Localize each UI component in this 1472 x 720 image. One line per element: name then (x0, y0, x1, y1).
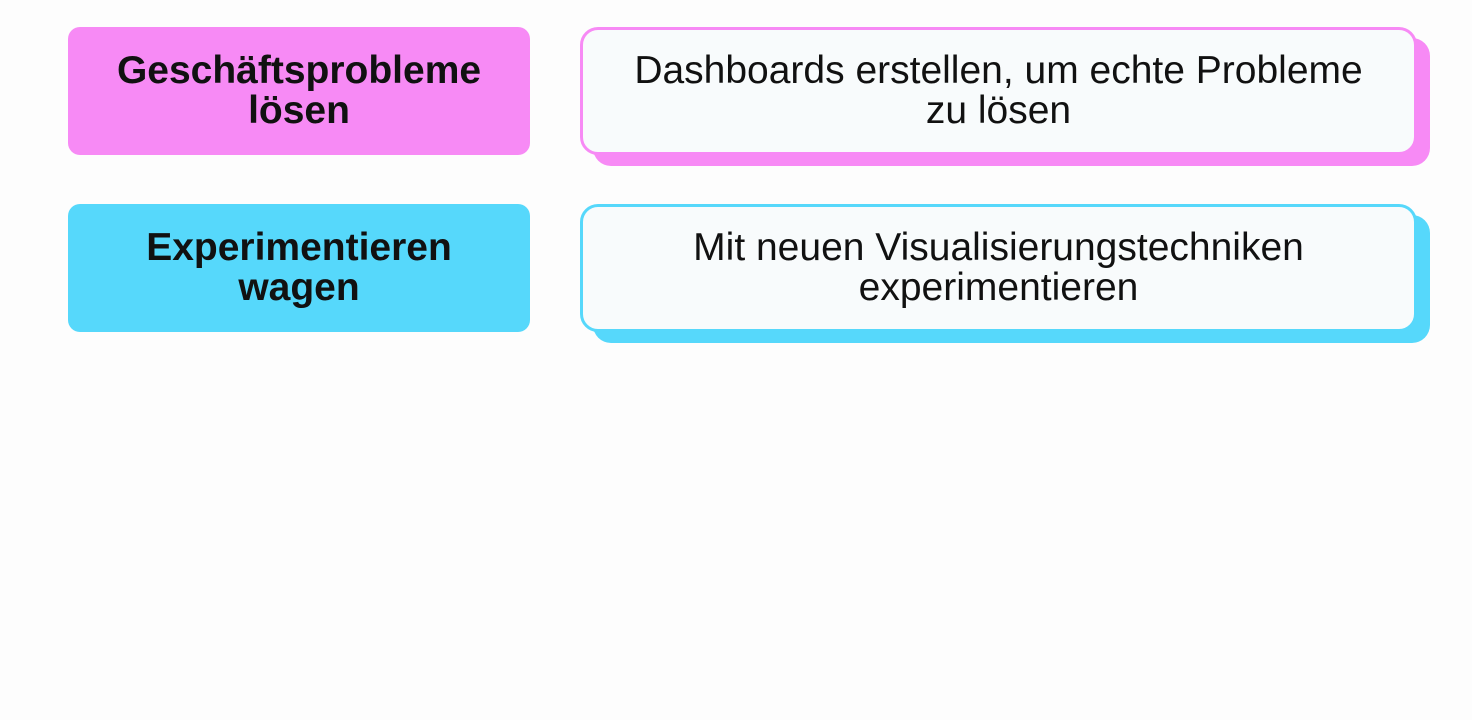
label-text: Geschäftsprobleme lösen (116, 49, 482, 132)
description-box-business-problems: Dashboards erstellen, um echte Probleme … (580, 27, 1417, 155)
row-business-problems: Geschäftsprobleme lösen Dashboards erste… (68, 27, 1430, 167)
description-box-experiment: Mit neuen Visualisierungstechniken exper… (580, 204, 1417, 332)
row-experiment: Experimentieren wagen Mit neuen Visualis… (68, 204, 1430, 344)
label-box-experiment: Experimentieren wagen (68, 204, 530, 332)
label-box-business-problems: Geschäftsprobleme lösen (68, 27, 530, 155)
label-text: Experimentieren wagen (146, 226, 452, 309)
description-text: Dashboards erstellen, um echte Probleme … (634, 49, 1363, 132)
description-text: Mit neuen Visualisierungstechniken exper… (693, 226, 1304, 309)
